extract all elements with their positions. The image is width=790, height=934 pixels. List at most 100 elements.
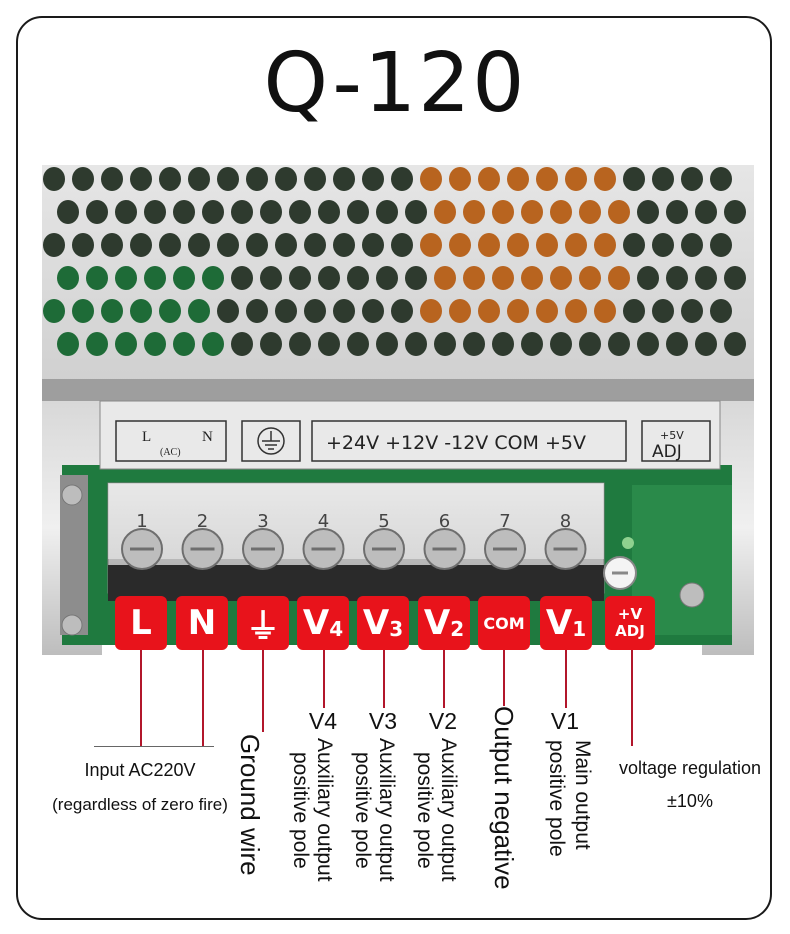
vent-hole: [86, 332, 108, 356]
vent-hole: [173, 332, 195, 356]
adj-annotation-line2: ±10%: [667, 791, 713, 811]
vent-hole: [478, 233, 500, 257]
terminal-screw-number: 7: [499, 511, 510, 532]
terminal-screw-8[interactable]: 8: [544, 511, 587, 570]
terminal-screw-3[interactable]: 3: [242, 511, 284, 570]
terminal-label-text: V: [545, 603, 573, 643]
terminal-label-text: +V: [617, 605, 643, 623]
terminal-label-l[interactable]: L: [115, 596, 167, 650]
vent-hole: [275, 233, 297, 257]
vent-hole: [260, 332, 282, 356]
vent-hole: [362, 299, 384, 323]
vent-hole: [449, 233, 471, 257]
vent-hole: [173, 200, 195, 224]
vent-hole: [391, 299, 413, 323]
pointer-line-v2: [443, 650, 445, 708]
terminal-label-text: ⏚: [246, 606, 280, 647]
v2-annotation-text-b: positive pole: [413, 752, 436, 869]
vent-hole: [289, 266, 311, 290]
vent-hole: [43, 233, 65, 257]
terminal-screw-5[interactable]: 5: [363, 511, 405, 570]
vent-hole: [86, 266, 108, 290]
vent-hole: [173, 266, 195, 290]
terminal-screw-2[interactable]: 2: [181, 511, 224, 570]
vent-hole: [565, 233, 587, 257]
vent-hole: [202, 332, 224, 356]
vent-hole: [710, 167, 732, 191]
vent-hole: [594, 233, 616, 257]
vent-hole: [449, 167, 471, 191]
vent-hole: [405, 332, 427, 356]
terminal-label-n[interactable]: N: [176, 596, 228, 650]
panel-input-n: N: [202, 429, 213, 445]
vent-hole: [101, 299, 123, 323]
vent-hole: [608, 332, 630, 356]
vent-hole: [202, 266, 224, 290]
vent-hole: [652, 233, 674, 257]
vent-hole: [463, 332, 485, 356]
terminal-screw-number: 8: [560, 511, 571, 532]
vent-hole: [405, 200, 427, 224]
terminal-label-sub: 2: [450, 617, 465, 641]
terminal-label-sub: ADJ: [615, 622, 645, 640]
terminal-label-ground[interactable]: ⏚: [237, 596, 289, 650]
vent-hole: [550, 332, 572, 356]
vent-hole: [536, 299, 558, 323]
vent-hole: [608, 266, 630, 290]
terminal-label-text: L: [130, 603, 152, 643]
vent-hole: [101, 233, 123, 257]
terminal-label-com[interactable]: COM: [478, 596, 530, 650]
vent-hole: [144, 266, 166, 290]
vent-hole: [260, 266, 282, 290]
terminal-label-text: N: [187, 603, 217, 643]
vent-hole: [57, 266, 79, 290]
vent-hole: [231, 266, 253, 290]
v1-annotation-title: V1: [550, 708, 580, 734]
v3-annotation-title: V3: [368, 708, 398, 734]
vent-hole: [666, 332, 688, 356]
vent-hole: [521, 332, 543, 356]
terminal-screw-number: 3: [257, 511, 268, 532]
vent-hole: [318, 266, 340, 290]
vent-hole: [289, 200, 311, 224]
terminal-screw-1[interactable]: 1: [121, 511, 163, 570]
pointer-line-adj: [631, 650, 633, 746]
vent-hole: [318, 332, 340, 356]
vent-hole: [130, 167, 152, 191]
vent-hole: [536, 167, 558, 191]
vent-hole: [347, 266, 369, 290]
vent-hole: [43, 299, 65, 323]
vent-hole: [362, 233, 384, 257]
vent-hole: [695, 266, 717, 290]
vent-hole: [681, 233, 703, 257]
pointer-line-ground: [262, 650, 264, 732]
pointer-line-l: [140, 650, 142, 746]
vent-hole: [463, 200, 485, 224]
vent-hole: [391, 233, 413, 257]
power-supply-illustration: L (AC) N +24V +12V -12V COM +5V +5V ADJ …: [42, 165, 754, 655]
vent-hole: [202, 200, 224, 224]
vent-hole: [637, 200, 659, 224]
vent-hole: [115, 266, 137, 290]
vent-hole: [478, 299, 500, 323]
input-annotation-line2: (regardless of zero fire): [52, 795, 228, 814]
vent-hole: [565, 167, 587, 191]
vent-hole: [710, 233, 732, 257]
panel-adj-bottom: ADJ: [652, 442, 682, 462]
vent-hole: [57, 200, 79, 224]
terminal-screw-7[interactable]: 7: [484, 511, 526, 570]
terminal-screw-4[interactable]: 4: [302, 511, 345, 570]
vent-hole: [246, 167, 268, 191]
terminal-screw-number: 6: [439, 511, 450, 532]
pointer-line-v4: [323, 650, 325, 708]
vent-hole: [72, 167, 94, 191]
vent-hole: [710, 299, 732, 323]
ground-symbol-icon: [257, 427, 285, 455]
input-annotation: Input AC220V (regardless of zero fire): [20, 760, 260, 815]
terminal-screw-6[interactable]: 6: [423, 511, 466, 570]
